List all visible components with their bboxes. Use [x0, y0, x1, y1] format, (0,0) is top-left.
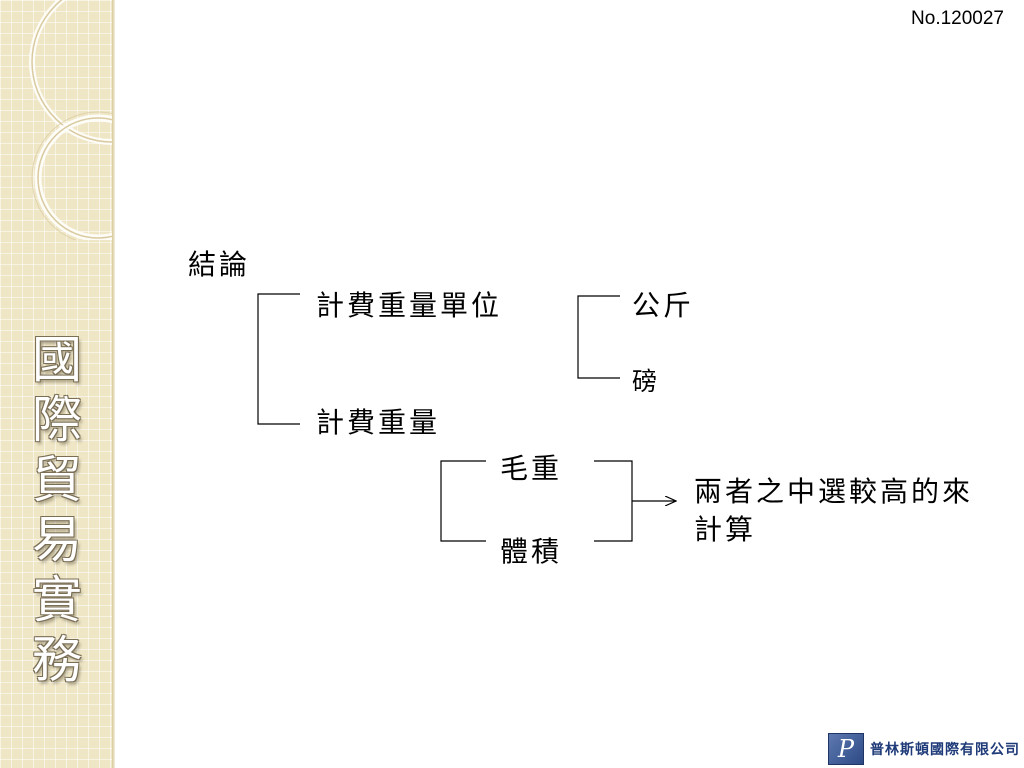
company-name: 普林斯頓國際有限公司: [870, 742, 1020, 758]
sidebar-title-char: 國: [32, 331, 82, 389]
unit-bracket: [577, 295, 620, 379]
weight-branch-label: 計費重量: [316, 406, 441, 439]
sidebar-title-char: 務: [32, 631, 82, 689]
logo-mark: P: [837, 735, 855, 763]
sidebar-title: 國 際 貿 易 實 務: [22, 330, 92, 690]
slide-number: No.120027: [911, 8, 1004, 29]
sidebar-title-char: 實: [32, 571, 82, 629]
root-node: 結論: [188, 248, 251, 281]
unit-option-kg: 公斤: [632, 289, 695, 322]
weight-bracket-left: [440, 460, 486, 542]
unit-option-lb: 磅: [632, 367, 661, 396]
sidebar-title-char: 易: [32, 511, 82, 569]
sidebar-decoration: 國 際 貿 易 實 務: [0, 0, 114, 768]
root-bracket: [257, 293, 300, 425]
conclusion-text: 兩者之中選較高的來計算: [694, 475, 974, 546]
sidebar-title-char: 貿: [32, 451, 82, 509]
sidebar-title-char: 際: [32, 391, 82, 449]
weight-option-volume: 體積: [500, 535, 563, 568]
company-logo-icon: P: [828, 733, 864, 765]
weight-bracket-right: [594, 460, 633, 542]
unit-branch-label: 計費重量單位: [316, 289, 503, 322]
company-footer: P 普林斯頓國際有限公司: [828, 732, 1020, 766]
weight-option-gross: 毛重: [500, 452, 563, 485]
sidebar-edge: [112, 0, 115, 768]
